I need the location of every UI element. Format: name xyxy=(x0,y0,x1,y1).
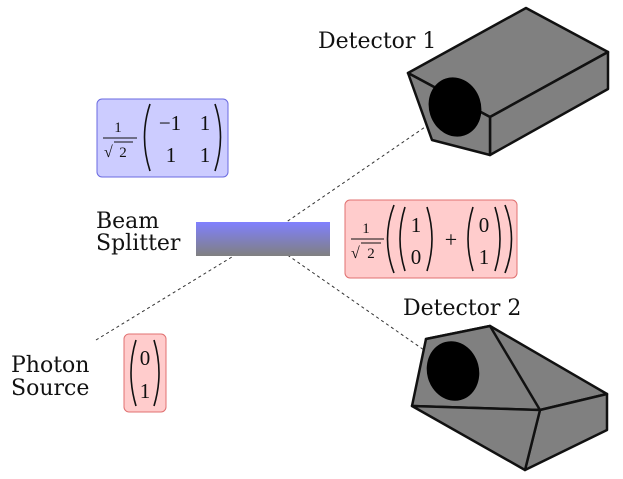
superposition-outer-right-paren xyxy=(504,204,513,274)
source-vector-left-paren xyxy=(130,339,137,407)
hadamard-cell-1-1: 1 xyxy=(200,143,211,167)
hadamard-coefficient-denominator: 2 xyxy=(119,145,127,161)
superposition-coefficient-numerator: 1 xyxy=(362,221,370,237)
superposition-plus-operator: + xyxy=(445,227,457,252)
superposition-state-box: 1 √ 2 1 0 + 0 1 xyxy=(344,199,518,279)
source-vector-bottom: 1 xyxy=(140,379,151,403)
detector-1 xyxy=(406,6,610,157)
beam-splitter xyxy=(196,222,330,256)
hadamard-coefficient-numerator: 1 xyxy=(114,120,122,136)
detector-2 xyxy=(410,324,609,472)
hadamard-cell-1-0: 1 xyxy=(166,143,177,167)
source-state-background xyxy=(123,333,167,413)
source-vector-top: 0 xyxy=(140,346,151,370)
superposition-vector-a-top: 1 xyxy=(411,213,422,237)
superposition-coefficient-denominator: 2 xyxy=(367,246,375,262)
superposition-vector-b-bottom: 1 xyxy=(479,245,490,269)
hadamard-left-paren xyxy=(143,103,151,172)
hadamard-matrix-box: 1 √ 2 −1 1 1 1 xyxy=(96,98,229,178)
hadamard-cell-0-1: 1 xyxy=(200,111,211,135)
superposition-outer-left-paren xyxy=(386,204,395,274)
source-vector-right-paren xyxy=(153,339,160,407)
detector-1-label: Detector 1 xyxy=(318,29,436,54)
photon-source-label-line1: Photon xyxy=(11,353,89,378)
superposition-vector-a-left-paren xyxy=(399,206,406,272)
beam-splitter-label-line2: Splitter xyxy=(96,231,181,256)
detector-2-bottom-face xyxy=(410,404,542,472)
superposition-state-background xyxy=(344,199,518,279)
detector-2-label: Detector 2 xyxy=(403,296,521,321)
reflected-beam xyxy=(262,237,425,351)
superposition-vector-b-top: 0 xyxy=(479,213,490,237)
superposition-vector-b-right-paren xyxy=(494,206,501,272)
hadamard-radical-sign: √ xyxy=(104,144,113,161)
hadamard-matrix-background xyxy=(96,98,229,178)
detector-1-lens xyxy=(428,77,482,137)
beam-splitter-label-line1: Beam xyxy=(96,209,159,234)
superposition-vector-a-bottom: 0 xyxy=(411,245,422,269)
hadamard-right-paren xyxy=(214,103,222,172)
source-state-box: 0 1 xyxy=(123,333,167,413)
superposition-radical-sign: √ xyxy=(351,245,360,262)
hadamard-cell-0-0: −1 xyxy=(159,111,181,135)
superposition-vector-a-right-paren xyxy=(426,206,433,272)
detector-2-lens xyxy=(426,341,480,401)
superposition-vector-b-left-paren xyxy=(467,206,474,272)
photon-source-label-line2: Source xyxy=(11,376,89,401)
